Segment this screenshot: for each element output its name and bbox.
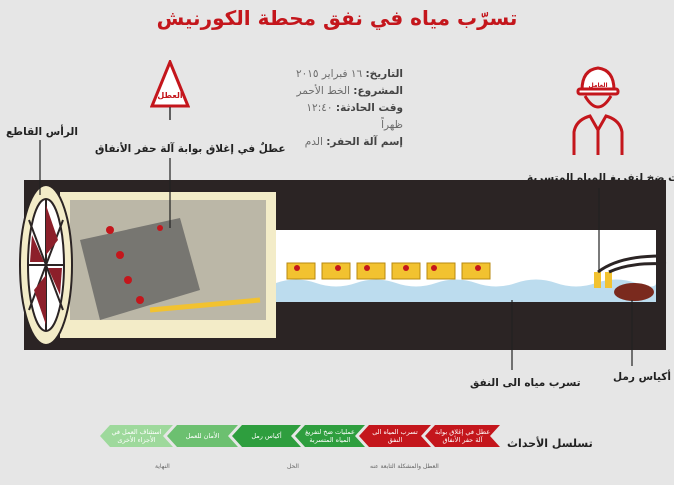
phase-solution: الحل — [287, 463, 299, 470]
timeline-step-2: تسرب المياه الى النفق — [359, 425, 431, 447]
cutter-head-label: الرأس القاطع — [6, 126, 78, 138]
info-time: وقت الحادثة: ١٢:٤٠ ظهراً — [306, 102, 403, 131]
timeline-step-4: أكياس رمل — [232, 425, 301, 447]
worker-icon: العامل — [572, 66, 624, 155]
timeline-step-1: عطل في إغلاق بوابة آلة حفر الأنفاق — [425, 425, 500, 447]
warning-triangle-icon: العطل — [150, 60, 190, 120]
pump-b — [605, 272, 612, 288]
pump-a — [594, 272, 601, 288]
phase-end: النهاية — [155, 463, 170, 470]
info-date: التاريخ: ١٦ فبراير ٢٠١٥ — [295, 68, 403, 80]
phase-problem: العطل والمشكلة التابعة عنه — [370, 463, 439, 470]
timeline-step-6: استئناف العمل في الأجزاء الأخرى — [100, 425, 173, 447]
helmet-text: العامل — [588, 82, 607, 89]
sandbags-label: أكياس رمل — [613, 371, 671, 383]
leak-label: تسرب مياه الى النفق — [470, 377, 581, 389]
timeline-step-3: عمليات ضخ لتفريغ المياه المتسربة — [295, 425, 365, 447]
timeline-step-5: الأمان للعمل — [167, 425, 238, 447]
carts — [286, 262, 491, 280]
warning-sign-text: العطل — [157, 91, 182, 100]
info-machine: إسم آلة الحفر: الدم — [304, 136, 403, 148]
sandbags — [614, 283, 654, 301]
incident-info: التاريخ: ١٦ فبراير ٢٠١٥ المشروع: الخط ال… — [283, 66, 403, 151]
page-title: تسرّب مياه في نفق محطة الكورنيش — [156, 6, 518, 30]
info-project: المشروع: الخط الأحمر — [296, 85, 403, 97]
timeline-title: تسلسل الأحداث — [507, 437, 593, 450]
water — [276, 279, 656, 302]
fault-label: عطلٌ في إغلاق بوابة آلة حفر الأنفاق — [95, 143, 286, 155]
